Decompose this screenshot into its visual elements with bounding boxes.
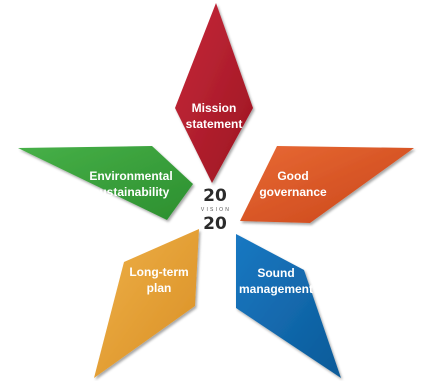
petal-management-label-line2: management — [239, 282, 313, 296]
petal-management-shape — [236, 234, 341, 378]
petal-environmental-label-line1: Environmental — [89, 169, 172, 183]
petal-good-governance: Good governance — [240, 146, 414, 223]
petal-governance-shape — [240, 146, 414, 223]
petal-mission-label-line1: Mission — [192, 101, 237, 115]
vision-2020-logo: 20 VISION 20 — [201, 186, 231, 234]
petal-mission-label-line2: statement — [186, 117, 243, 131]
petal-environmental-shape — [18, 146, 193, 220]
petal-management-label-line1: Sound — [257, 266, 294, 280]
petal-mission-shape — [175, 3, 253, 183]
logo-vision-word: VISION — [201, 207, 231, 213]
petal-longterm-shape — [94, 229, 199, 378]
logo-bottom-20: 20 — [203, 214, 227, 234]
petal-longterm-label-line1: Long-term — [129, 265, 188, 279]
petal-mission-statement: Mission statement — [175, 3, 253, 183]
logo-top-20: 20 — [203, 186, 227, 206]
petal-environmental-label-line2: sustainability — [93, 185, 170, 199]
petal-environmental-sustainability: Environmental sustainability — [18, 146, 193, 220]
petal-long-term-plan: Long-term plan — [94, 229, 199, 378]
petal-governance-label-line1: Good — [277, 169, 308, 183]
petal-sound-management: Sound management — [236, 234, 341, 378]
petal-longterm-label-line2: plan — [147, 281, 172, 295]
petal-governance-label-line2: governance — [259, 185, 327, 199]
